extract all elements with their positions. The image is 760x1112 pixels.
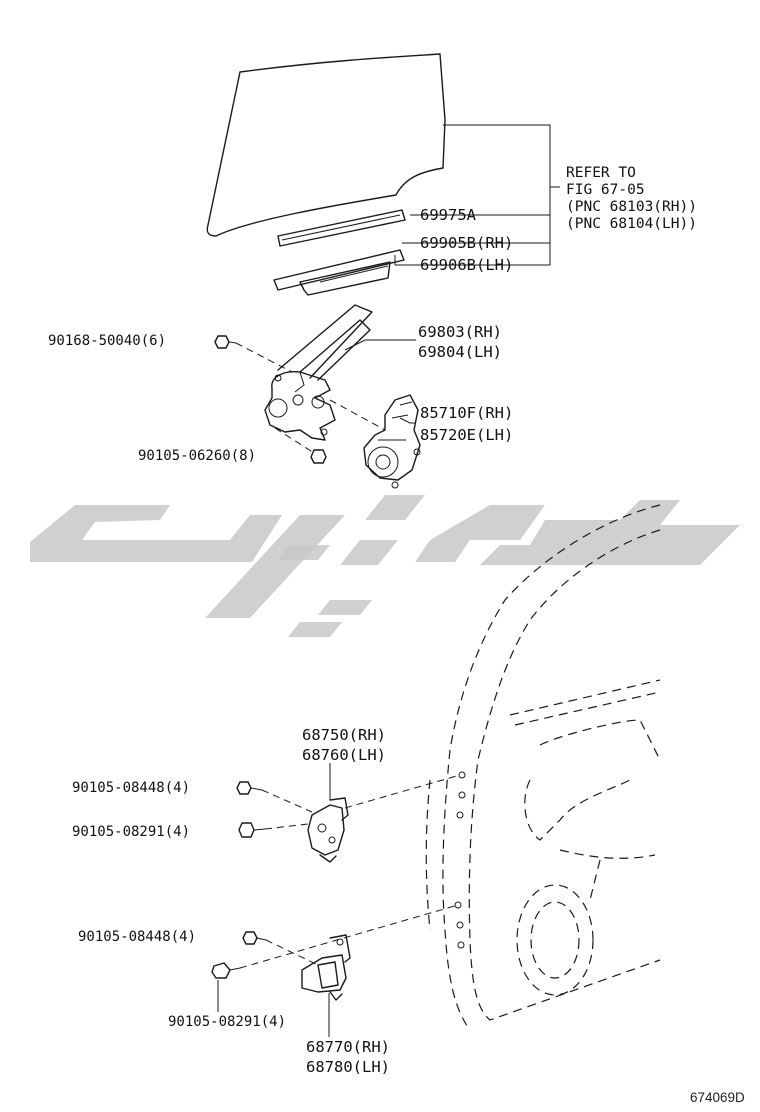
label-bolt-lower-b: 90105-08291(4) [168,1014,286,1030]
bolt-lower-b [211,962,241,979]
label-lower-hinge-lh: 68780(LH) [306,1058,390,1076]
glass-run-channel [273,249,405,296]
label-channel-rh: 69905B(RH) [420,234,513,252]
bolt-90105-06260 [310,449,327,464]
refer-line-4: (PNC 68104(LH)) [566,216,697,232]
label-bolt-lower-a: 90105-08448(4) [78,929,196,945]
figure-id: 674069D [690,1090,745,1105]
label-upper-hinge-lh: 68760(LH) [302,746,386,764]
label-channel-lh: 69906B(LH) [420,256,513,274]
label-regulator-lh: 69804(LH) [418,343,502,361]
label-bolt-upper-b: 90105-08291(4) [72,824,190,840]
refer-line-2: FIG 67-05 [566,182,645,198]
bolt-lower-a [242,931,267,945]
label-bolt-regulator: 90105-06260(8) [138,448,256,464]
label-lower-hinge-rh: 68770(RH) [306,1038,390,1056]
bolt-90168 [214,335,237,349]
door-opening-outline [425,504,661,1031]
window-regulator [264,304,373,441]
label-upper-hinge-rh: 68750(RH) [302,726,386,744]
label-bolt-upper-a: 90105-08448(4) [72,780,190,796]
label-regulator-rh: 69803(RH) [418,323,502,341]
watermark-logo [30,495,740,637]
label-motor-rh: 85710F(RH) [420,404,513,422]
label-motor-lh: 85720E(LH) [420,426,513,444]
door-glass [206,53,446,237]
bolt-upper-a [236,781,263,795]
refer-line-3: (PNC 68103(RH)) [566,199,697,215]
upper-hinge [307,797,349,863]
bolt-upper-b [238,822,266,838]
regulator-motor [363,394,421,489]
refer-line-1: REFER TO [566,165,636,181]
leader-lines [217,124,560,1037]
label-weatherstrip: 69975A [420,206,477,224]
lower-hinge [301,934,351,1001]
label-bolt-top: 90168-50040(6) [48,333,166,349]
weatherstrip [277,209,406,247]
